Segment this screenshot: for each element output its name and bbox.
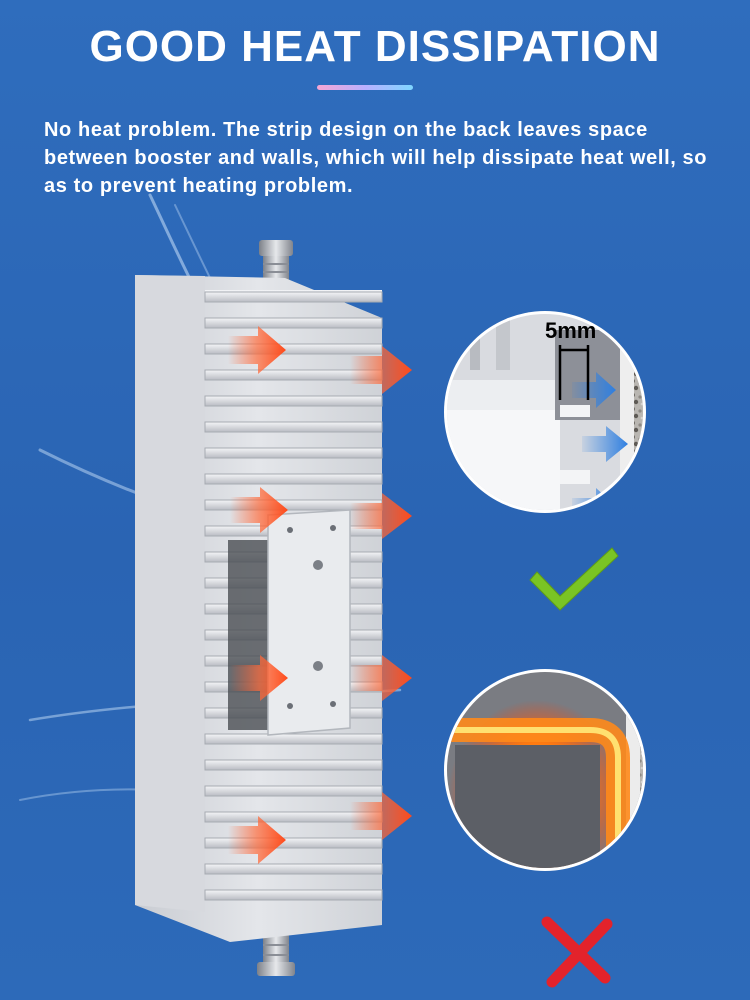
detail-circle-bad xyxy=(444,669,646,871)
mounting-plate xyxy=(267,509,351,736)
gap-label: 5mm xyxy=(545,318,596,343)
checkmark-icon xyxy=(529,547,619,611)
page-title: GOOD HEAT DISSIPATION xyxy=(89,22,661,71)
description-text: No heat problem. The strip design on the… xyxy=(44,119,708,197)
bottom-connector xyxy=(257,935,295,976)
top-connector xyxy=(259,240,293,286)
heat-arrows xyxy=(228,326,412,864)
title-underline xyxy=(317,85,413,90)
detail-circle-good: 5mm xyxy=(444,311,646,513)
cross-icon xyxy=(541,916,613,988)
